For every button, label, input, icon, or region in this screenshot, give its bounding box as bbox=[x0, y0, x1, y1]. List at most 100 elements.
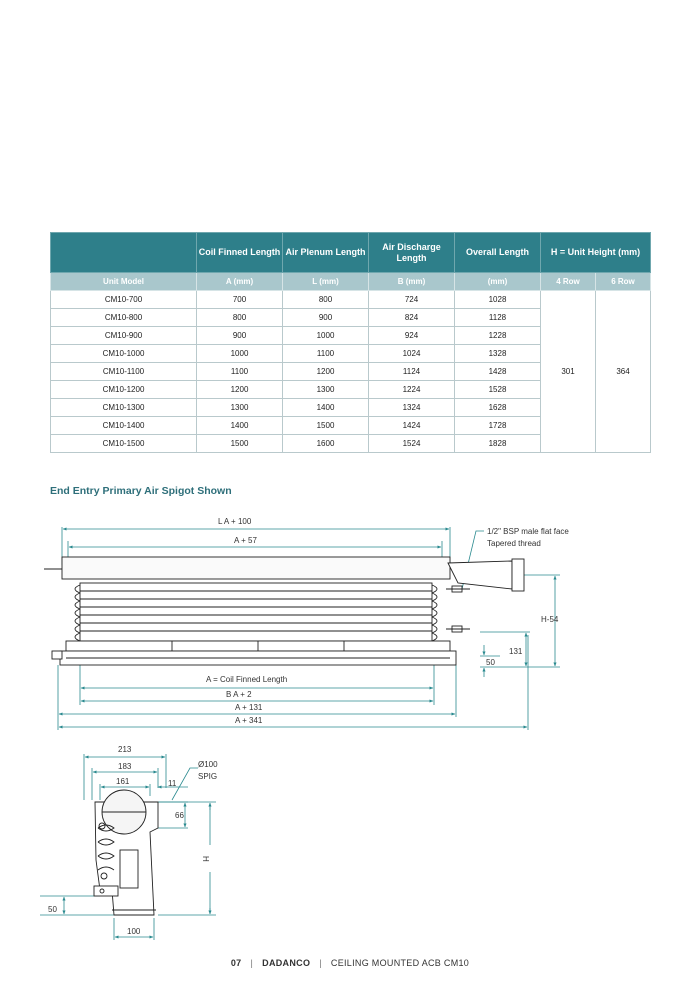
header-overall-length: Overall Length bbox=[454, 232, 541, 273]
dim-a341-label: A + 341 bbox=[235, 716, 263, 725]
header-air-discharge-length: Air Discharge Length bbox=[368, 232, 455, 273]
header-coil-finned-length: Coil Finned Length bbox=[196, 232, 283, 273]
header-unit-height: H = Unit Height (mm) bbox=[540, 232, 651, 273]
dim-h-label: H bbox=[201, 856, 210, 862]
unit-body-side bbox=[44, 556, 525, 666]
cell-a: 1400 bbox=[196, 416, 283, 435]
cell-overall: 1628 bbox=[454, 398, 541, 417]
cell-unit-model: CM10-700 bbox=[50, 290, 197, 309]
cell-unit-model: CM10-1200 bbox=[50, 380, 197, 399]
cell-unit-model: CM10-1300 bbox=[50, 398, 197, 417]
cell-unit-model: CM10-1000 bbox=[50, 344, 197, 363]
cell-l: 1000 bbox=[282, 326, 369, 345]
dim-161-label: 161 bbox=[116, 777, 130, 786]
cell-a: 1200 bbox=[196, 380, 283, 399]
cell-b: 1324 bbox=[368, 398, 455, 417]
cell-l: 1500 bbox=[282, 416, 369, 435]
cell-overall: 1728 bbox=[454, 416, 541, 435]
cell-l: 1200 bbox=[282, 362, 369, 381]
cell-b: 1424 bbox=[368, 416, 455, 435]
table-row: CM10-1100 1100 1200 1124 1428 bbox=[50, 362, 651, 381]
section-heading: End Entry Primary Air Spigot Shown bbox=[50, 485, 232, 497]
cell-b: 1224 bbox=[368, 380, 455, 399]
table-row: CM10-700 700 800 724 1028 301 364 bbox=[50, 290, 651, 453]
bsp-note: 1/2" BSP male flat face bbox=[487, 527, 569, 536]
cell-height-6row: 364 bbox=[595, 290, 651, 453]
table-row: CM10-1500 1500 1600 1524 1828 bbox=[50, 434, 651, 453]
dim-a57-label: A + 57 bbox=[234, 536, 257, 545]
header-blank bbox=[50, 232, 197, 273]
cell-l: 900 bbox=[282, 308, 369, 327]
table-header-row: Coil Finned Length Air Plenum Length Air… bbox=[50, 232, 651, 273]
cell-overall: 1528 bbox=[454, 380, 541, 399]
cell-height-4row: 301 bbox=[540, 290, 596, 453]
page-footer: 07|DADANCO|CEILING MOUNTED ACB CM10 bbox=[0, 958, 700, 968]
dim-h54-label: H-54 bbox=[541, 615, 559, 624]
subheader-b: B (mm) bbox=[368, 272, 455, 291]
dim-11-label: 11 bbox=[168, 779, 177, 788]
cell-b: 1024 bbox=[368, 344, 455, 363]
cell-a: 1500 bbox=[196, 434, 283, 453]
cell-unit-model: CM10-800 bbox=[50, 308, 197, 327]
cell-l: 1100 bbox=[282, 344, 369, 363]
dim-100-label: 100 bbox=[127, 927, 141, 936]
cell-a: 1000 bbox=[196, 344, 283, 363]
table-row: CM10-800 800 900 824 1128 bbox=[50, 308, 651, 327]
subheader-a: A (mm) bbox=[196, 272, 283, 291]
spigot-diameter-label: Ø100 bbox=[198, 760, 218, 769]
subheader-4row: 4 Row bbox=[540, 272, 596, 291]
footer-separator: | bbox=[319, 958, 322, 968]
cell-overall: 1028 bbox=[454, 290, 541, 309]
dim-a131-label: A + 131 bbox=[235, 703, 263, 712]
subheader-unit-model: Unit Model bbox=[50, 272, 197, 291]
cell-overall: 1428 bbox=[454, 362, 541, 381]
cell-unit-model: CM10-900 bbox=[50, 326, 197, 345]
unit-body-end bbox=[93, 789, 159, 916]
cell-l: 1300 bbox=[282, 380, 369, 399]
dim-b-label: B A + 2 bbox=[226, 690, 252, 699]
side-elevation-drawing: L A + 100 A + 57 1/2" BSP male flat face… bbox=[44, 517, 569, 730]
cell-unit-model: CM10-1100 bbox=[50, 362, 197, 381]
document-title: CEILING MOUNTED ACB CM10 bbox=[330, 958, 470, 968]
cell-b: 1124 bbox=[368, 362, 455, 381]
cell-overall: 1328 bbox=[454, 344, 541, 363]
dim-l-label: L A + 100 bbox=[218, 517, 252, 526]
header-air-plenum-length: Air Plenum Length bbox=[282, 232, 369, 273]
cell-l: 1400 bbox=[282, 398, 369, 417]
cell-overall: 1128 bbox=[454, 308, 541, 327]
cell-b: 824 bbox=[368, 308, 455, 327]
cell-unit-model: CM10-1500 bbox=[50, 434, 197, 453]
cell-l: 800 bbox=[282, 290, 369, 309]
cell-b: 924 bbox=[368, 326, 455, 345]
dim-131-label: 131 bbox=[509, 647, 523, 656]
cell-a: 900 bbox=[196, 326, 283, 345]
subheader-overall: (mm) bbox=[454, 272, 541, 291]
subheader-l: L (mm) bbox=[282, 272, 369, 291]
end-elevation-drawing: 213 183 161 11 Ø100 SPIG 66 H 50 100 bbox=[40, 745, 218, 940]
cell-l: 1600 bbox=[282, 434, 369, 453]
dim-66-label: 66 bbox=[175, 811, 184, 820]
cell-a: 1100 bbox=[196, 362, 283, 381]
dim-50-end-label: 50 bbox=[48, 905, 57, 914]
cell-a: 800 bbox=[196, 308, 283, 327]
cell-overall: 1828 bbox=[454, 434, 541, 453]
cell-a: 1300 bbox=[196, 398, 283, 417]
cell-overall: 1228 bbox=[454, 326, 541, 345]
dimensions-table: Coil Finned Length Air Plenum Length Air… bbox=[50, 232, 651, 453]
thread-note: Tapered thread bbox=[487, 539, 541, 548]
table-subheader-row: Unit Model A (mm) L (mm) B (mm) (mm) 4 R… bbox=[50, 272, 651, 291]
dim-50-label: 50 bbox=[486, 658, 495, 667]
spigot-label: SPIG bbox=[198, 772, 217, 781]
subheader-6row: 6 Row bbox=[595, 272, 651, 291]
page-number: 07 bbox=[230, 958, 242, 968]
dim-213-label: 213 bbox=[118, 745, 132, 754]
dimension-lines bbox=[57, 527, 560, 730]
end-dimension-lines bbox=[40, 754, 216, 940]
cell-a: 700 bbox=[196, 290, 283, 309]
table-row: CM10-1200 1200 1300 1224 1528 bbox=[50, 380, 651, 399]
cell-unit-model: CM10-1400 bbox=[50, 416, 197, 435]
table-row: CM10-1400 1400 1500 1424 1728 bbox=[50, 416, 651, 435]
footer-separator: | bbox=[250, 958, 254, 968]
cell-b: 1524 bbox=[368, 434, 455, 453]
dim-183-label: 183 bbox=[118, 762, 132, 771]
